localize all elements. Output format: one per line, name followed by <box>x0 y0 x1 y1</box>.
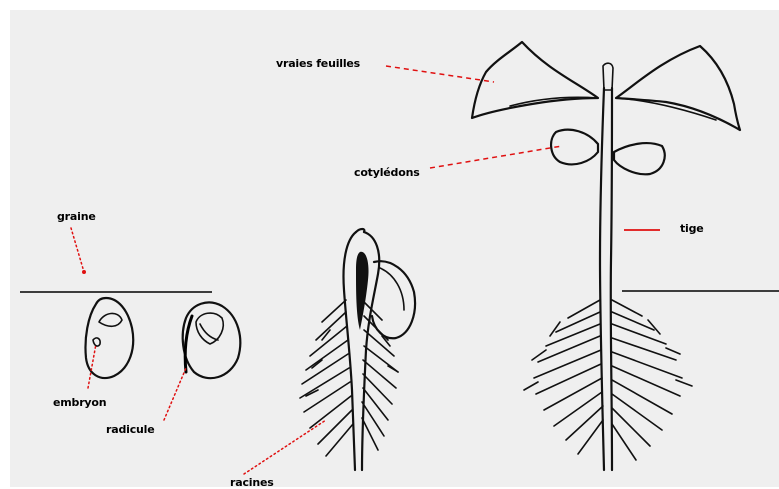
seed-cotyledon-fold <box>99 313 122 326</box>
cotyledon-right-4 <box>614 143 665 174</box>
seed-stage-2 <box>183 302 241 378</box>
apical-bud <box>603 63 613 90</box>
graine-dot <box>82 270 86 274</box>
true-leaf-left <box>472 42 598 118</box>
leader-graine <box>71 228 84 272</box>
leader-radicule <box>164 368 186 420</box>
embryo-mark <box>93 338 100 346</box>
plant-stage-4 <box>472 42 740 470</box>
label-radicule: radicule <box>106 424 154 436</box>
cotyledon-2 <box>196 313 223 344</box>
label-cotyledons: cotylédons <box>354 167 420 179</box>
true-leaf-right <box>616 46 740 130</box>
stem-right <box>611 88 612 470</box>
label-racines: racines <box>230 477 274 489</box>
hypocotyl-left <box>344 232 357 470</box>
stem-left <box>600 88 604 470</box>
leader-racines <box>244 420 326 474</box>
label-graine: graine <box>57 211 96 223</box>
roots-left-4 <box>534 300 603 454</box>
roots-right-3 <box>362 302 398 450</box>
label-vraies-feuilles: vraies feuilles <box>276 58 360 70</box>
leader-vraies-feuilles <box>386 66 494 82</box>
label-tige: tige <box>680 223 704 235</box>
roots-right-4 <box>612 300 682 460</box>
label-embryon: embryon <box>53 397 106 409</box>
seedling-stage-3 <box>300 229 415 470</box>
leader-cotyledons <box>430 146 562 168</box>
